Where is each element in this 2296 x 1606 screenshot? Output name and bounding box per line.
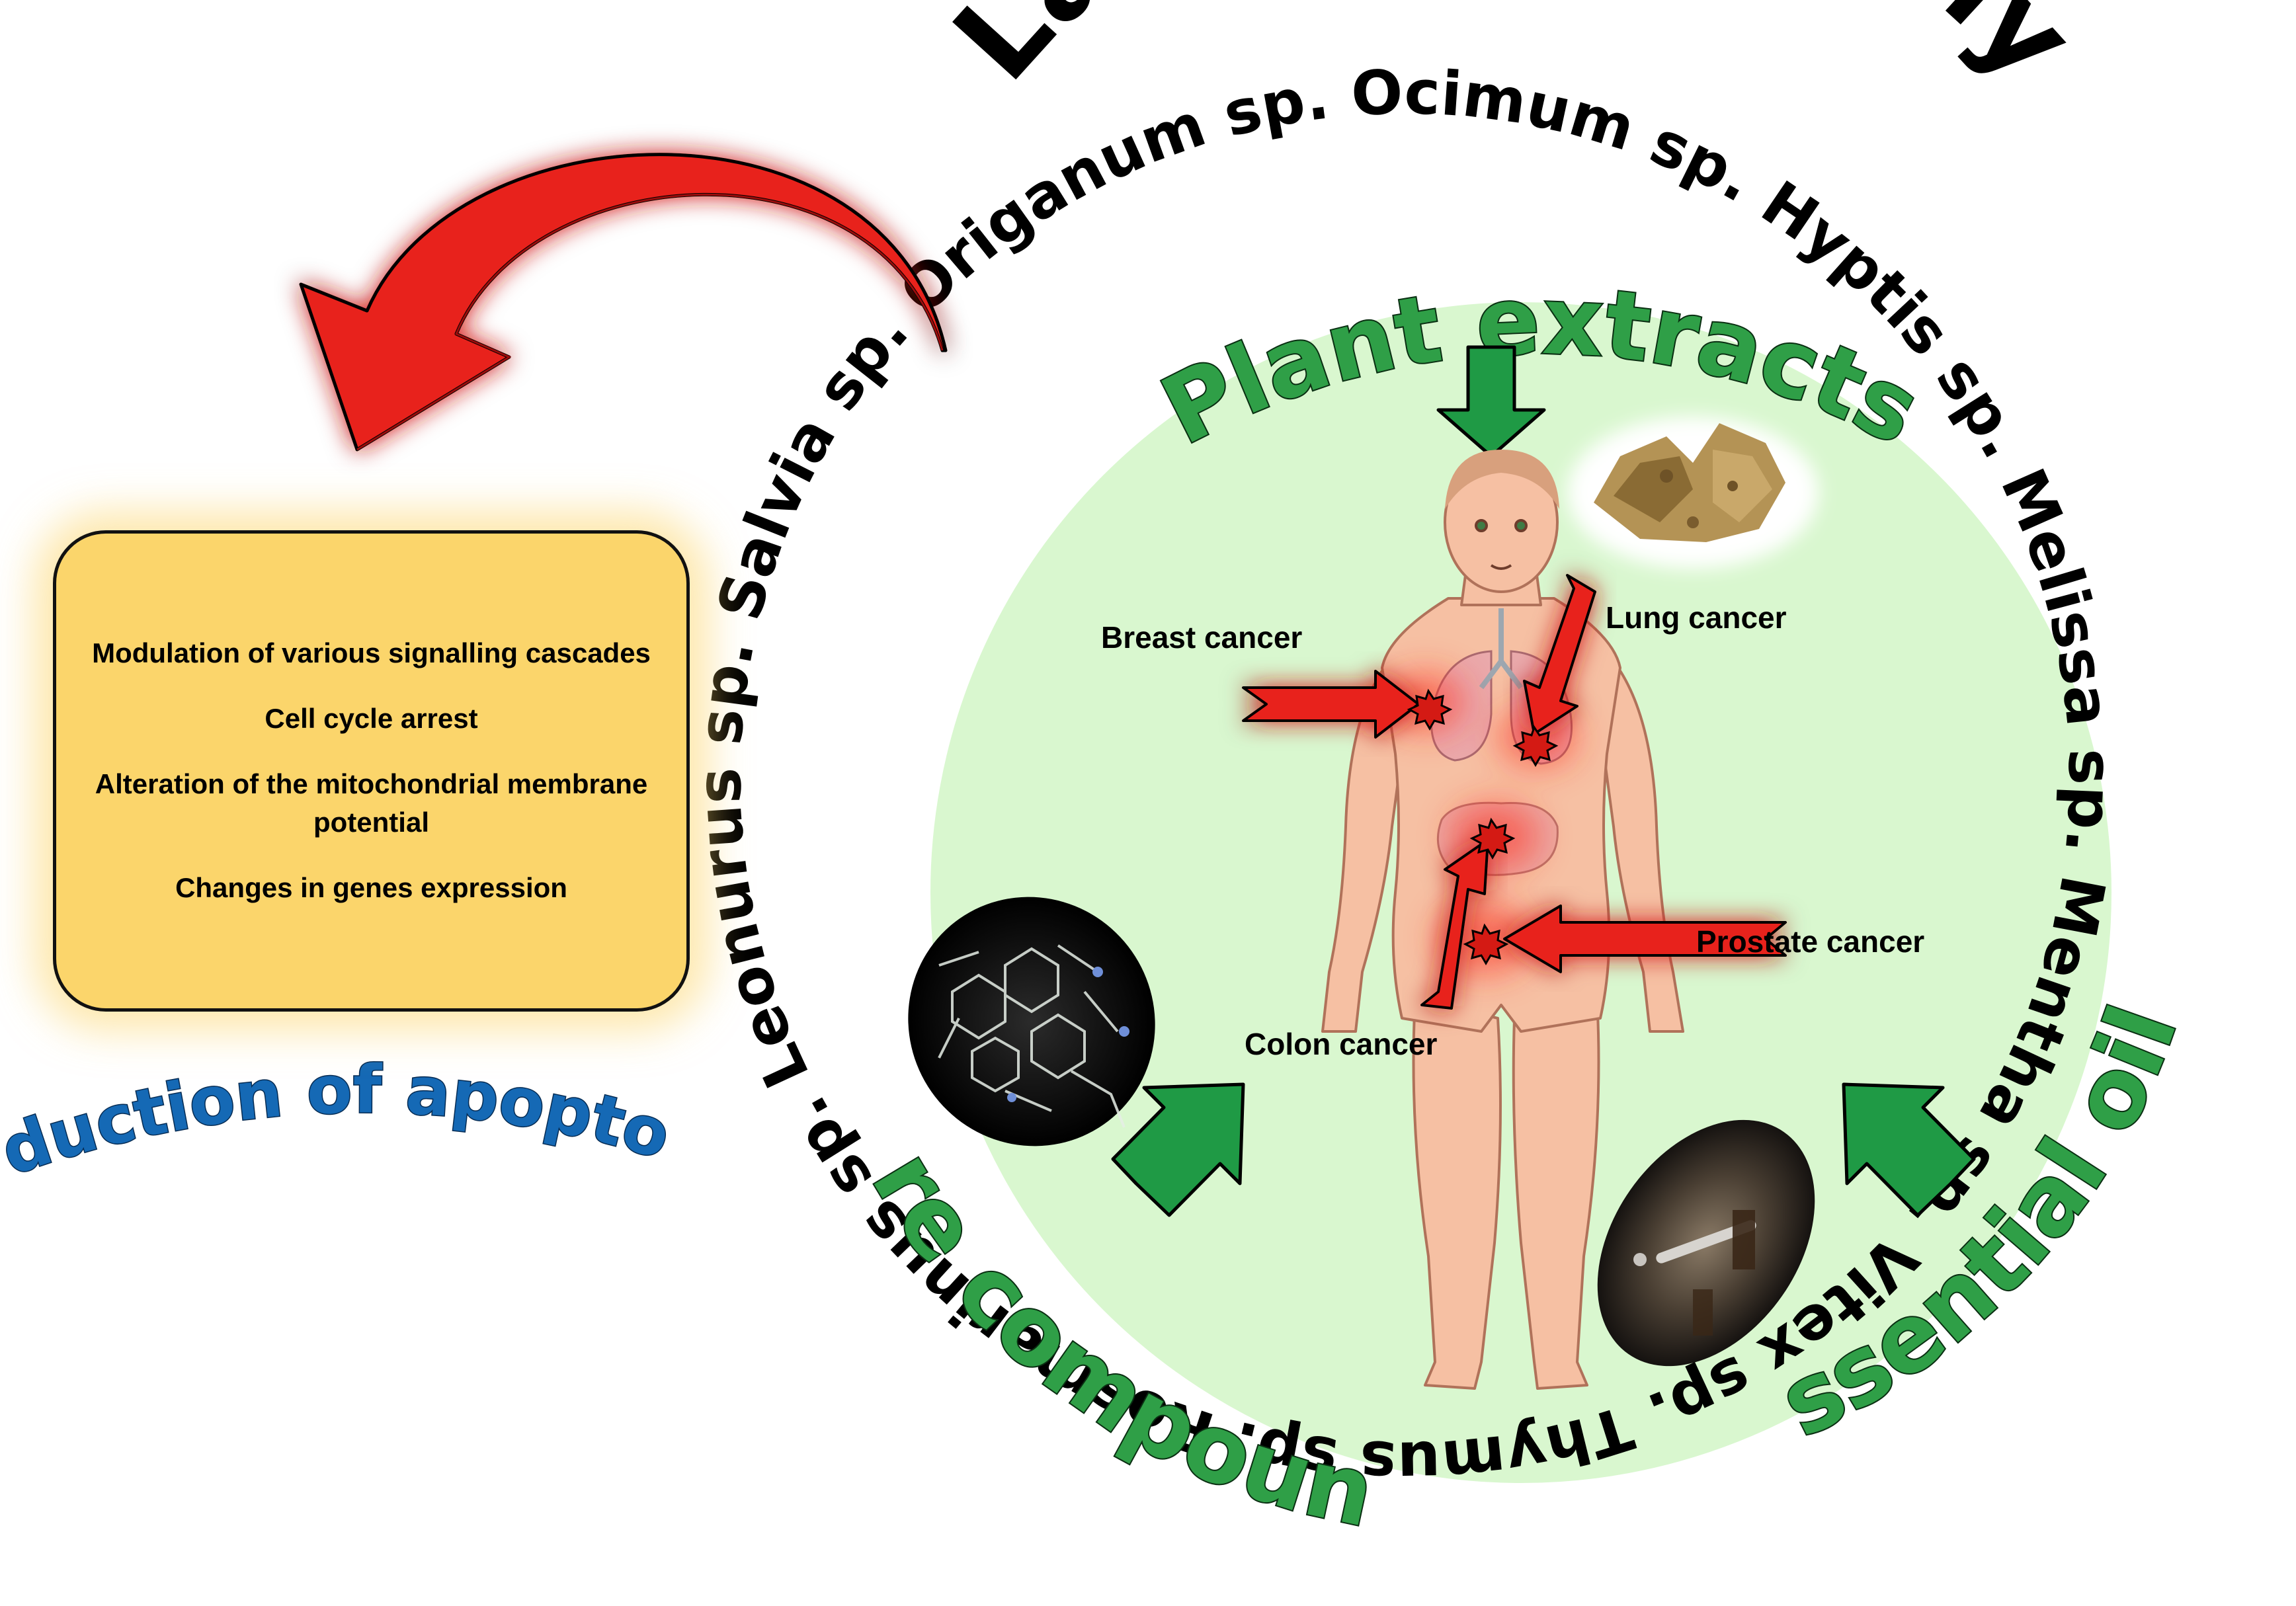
mechanism-gene-expression: Changes in genes expression — [175, 872, 567, 904]
tumor-burst-breast — [1407, 688, 1453, 731]
face-features — [1475, 519, 1528, 570]
mechanisms-box: Modulation of various signalling cascade… — [53, 530, 690, 1012]
colon-cancer-label: Colon cancer — [1245, 1027, 1438, 1061]
essential-oil-image — [1597, 1119, 1815, 1367]
tumor-burst-prostate — [1463, 923, 1509, 965]
prostate-cancer-arrow — [1503, 904, 1787, 973]
plant-extracts-arrow — [1436, 345, 1546, 458]
prostate-cancer-label: Prostate cancer — [1696, 924, 1924, 959]
pure-compounds-arrow — [1111, 1082, 1245, 1217]
molecule-image — [908, 897, 1155, 1146]
trachea — [1479, 608, 1524, 690]
mechanism-signalling: Modulation of various signalling cascade… — [92, 637, 651, 668]
tumor-burst-lung — [1512, 725, 1559, 767]
breast-cancer-label: Breast cancer — [1101, 620, 1302, 655]
lung-cancer-label: Lung cancer — [1606, 600, 1787, 635]
plant-extract-image — [1567, 417, 1819, 569]
essential-oils-arrow — [1842, 1082, 1976, 1217]
breast-cancer-arrow — [1242, 670, 1420, 739]
mechanism-mitochondrial: Alteration of the mitochondrial membrane… — [95, 768, 648, 838]
mechanism-cell-cycle: Cell cycle arrest — [265, 702, 478, 734]
curved-red-arrow — [299, 153, 948, 452]
tumor-burst-colon — [1469, 817, 1516, 860]
hair — [1445, 450, 1559, 509]
